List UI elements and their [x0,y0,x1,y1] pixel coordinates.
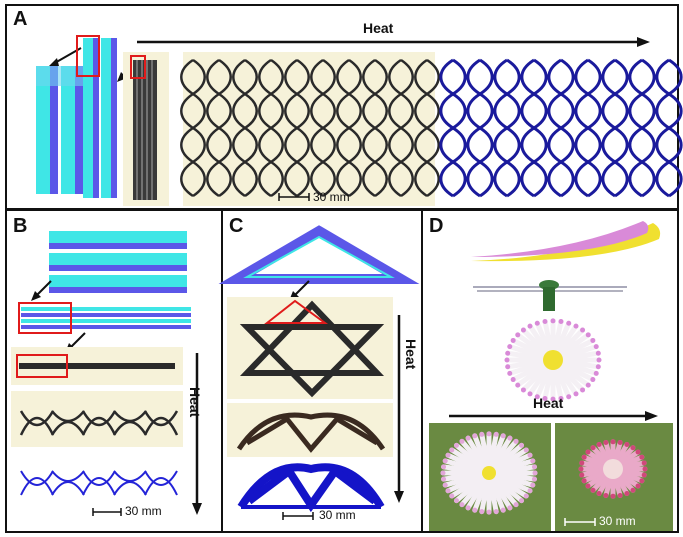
panel-c: C Heat 30 mm [218,209,423,533]
panel-c-star-printed [239,299,385,398]
panel-b: B Heat 30 mm [5,209,223,533]
panel-c-scale-label: 30 mm [319,508,356,522]
panel-b-filament-zoom [49,231,187,293]
panel-d-flower-photo-flat [429,423,551,531]
panel-a-heat-arrow [137,37,650,47]
panel-b-filament-stack [18,302,191,334]
panel-a-lattice-printed [180,58,440,198]
panel-d-heat-label: Heat [533,395,564,411]
panel-a-lattice-heated [439,58,683,198]
panel-a-printed-strip [130,55,157,200]
panel-a: A Heat [5,4,683,210]
panel-d-scale-bar [564,518,596,526]
panel-a-label: A [13,8,28,30]
panel-b-printed-strip [16,354,175,378]
panel-c-heat-arrow [394,315,404,503]
panel-b-scale-label: 30 mm [125,504,162,518]
panel-a-scale-bar [278,193,310,201]
panel-b-lattice-dome-heated [20,470,178,496]
panel-d-flower-top-model [504,318,602,402]
panel-d-petal-model [471,221,661,262]
panel-d-flower-photo-curled [555,423,673,531]
panel-c-triangle-model [218,225,420,284]
panel-c-star-photo [227,297,393,399]
panel-a-heat-label: Heat [363,20,394,36]
panel-b-lattice-dome-printed [19,410,179,436]
panel-b-pointer-arrow-1 [31,280,52,301]
panel-d: D Heat 30 mm [421,209,679,533]
panel-c-dome-printed [236,412,386,453]
panel-d-label: D [429,215,444,237]
panel-c-scale-bar [282,512,314,520]
panel-d-heat-arrow [449,411,658,421]
panel-a-filament-stack [76,35,117,198]
panel-d-scale-label: 30 mm [599,514,636,528]
panel-d-flower-side-model [473,280,627,311]
panel-b-label: B [13,215,28,237]
panel-a-filament-detail [36,66,83,194]
panel-c-dome-heated [237,463,385,513]
panel-b-scale-bar [92,508,122,516]
panel-a-scale-label: 30 mm [313,190,350,204]
panel-c-label: C [229,215,244,237]
panel-b-heat-arrow [192,353,202,515]
